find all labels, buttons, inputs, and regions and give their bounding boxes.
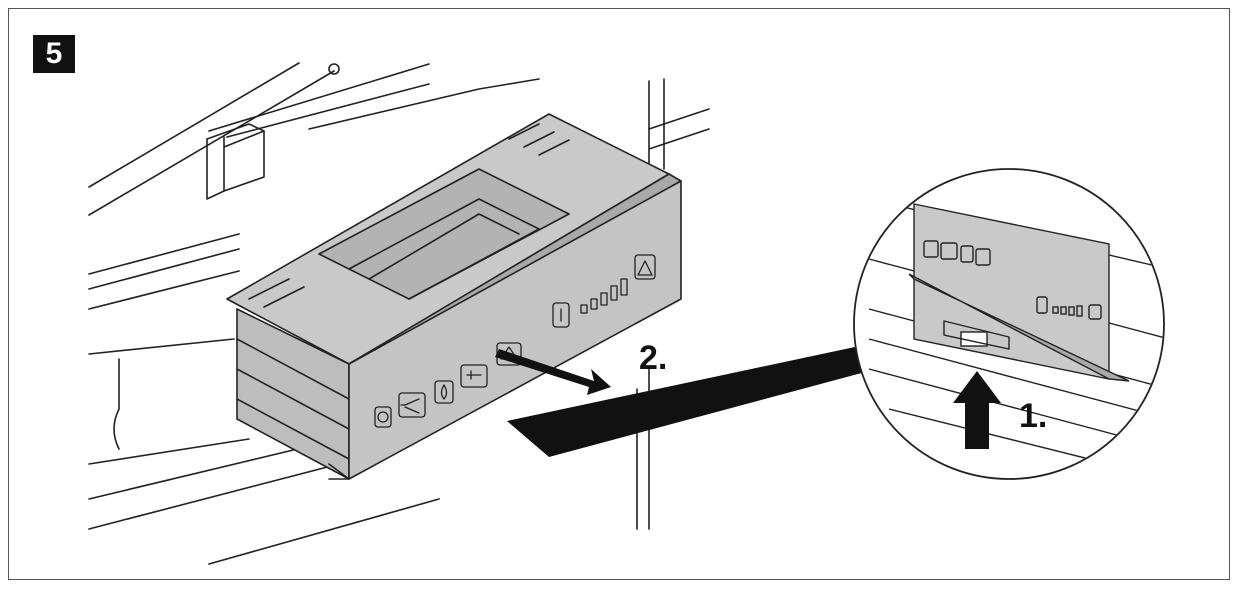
figure-frame: 5 (8, 8, 1230, 580)
step-label-2: 2. (639, 339, 668, 377)
detail-inset (853, 168, 1165, 480)
battery-icon (460, 364, 488, 388)
plug-icon (398, 392, 426, 418)
pull-arrow (495, 349, 611, 395)
level-bar-3 (600, 292, 608, 306)
level-bar-1 (580, 304, 588, 314)
power-icon-ring (377, 411, 389, 423)
control-module (226, 113, 682, 480)
panel-icons (374, 254, 656, 428)
mounting-bracket (206, 123, 265, 200)
level-bar-2 (590, 298, 598, 310)
level-bar-5 (620, 278, 628, 296)
power-icon (374, 406, 392, 428)
push-up-arrow (953, 371, 1001, 449)
flame-icon (434, 380, 454, 404)
step-number-badge: 5 (33, 35, 75, 73)
installation-diagram (88, 62, 1165, 565)
thermometer-icon (552, 302, 570, 328)
step-label-1: 1. (1019, 397, 1048, 435)
callout-pointer (507, 344, 869, 457)
alert-triangle-icon (634, 254, 656, 280)
level-bar-4 (610, 285, 618, 301)
